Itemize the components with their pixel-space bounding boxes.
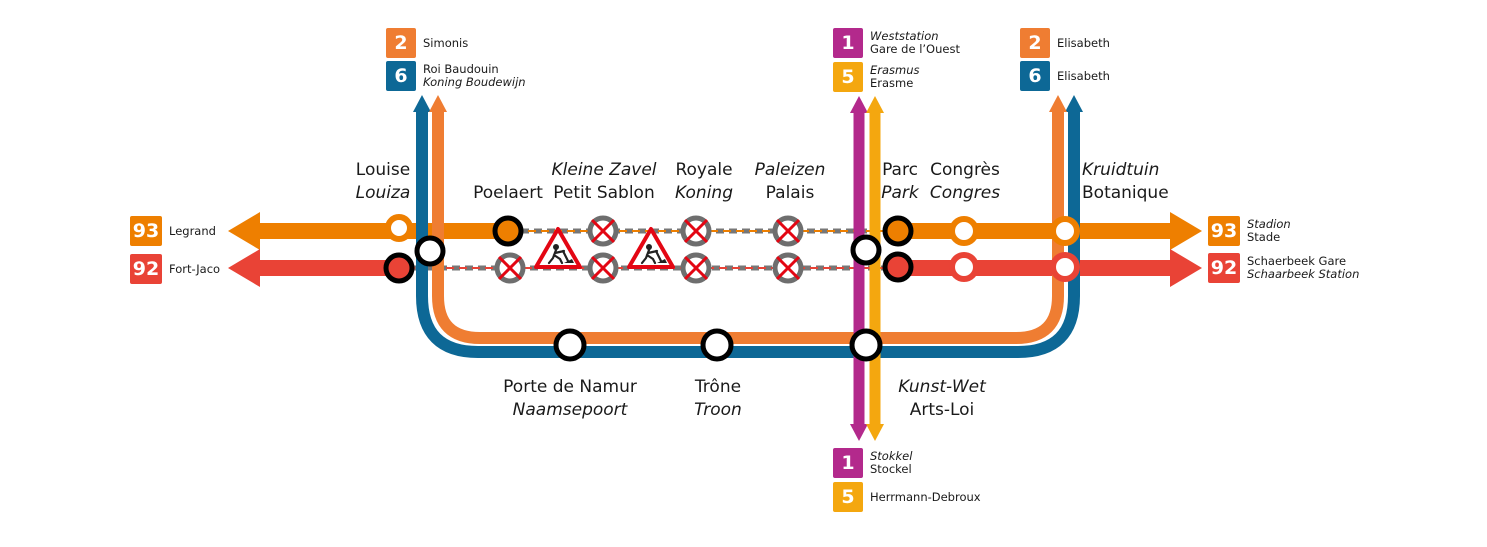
station-louise-92[interactable] [383, 252, 415, 284]
line-92-badge: 92 [130, 254, 162, 284]
red-cross-icon [683, 218, 709, 244]
line-92-badge: 92 [1208, 253, 1240, 283]
terminal-6-elisabeth: 6 Elisabeth [1020, 61, 1110, 91]
closed-station-petit-sablon-92 [587, 252, 619, 284]
terminal-2-elisabeth: 2 Elisabeth [1020, 28, 1110, 58]
closed-station-petit-sablon-93 [587, 215, 619, 247]
line-5-badge: 5 [833, 482, 863, 512]
line-2-badge: 2 [1020, 28, 1050, 58]
line-5-track [866, 96, 884, 441]
line-1-track [850, 96, 868, 441]
red-cross-icon [590, 218, 616, 244]
station-congres-92[interactable] [949, 252, 979, 282]
station-trone[interactable] [700, 328, 734, 362]
station-botanique-92[interactable] [1050, 252, 1080, 282]
red-cross-icon [683, 255, 709, 281]
station-parc-93[interactable] [882, 215, 914, 247]
closed-station-royale-93 [680, 215, 712, 247]
line-1-badge: 1 [833, 28, 863, 58]
station-botanique-93[interactable] [1050, 216, 1080, 246]
station-arts-loi[interactable] [849, 328, 883, 362]
red-cross-icon [497, 255, 523, 281]
station-parc-metro[interactable] [850, 234, 882, 266]
roadworks-warning-icon [534, 227, 582, 269]
station-parc-92[interactable] [882, 251, 914, 283]
line-6-track [413, 95, 1083, 358]
closed-station-palais-92 [772, 252, 804, 284]
terminal-5-herrmann-debroux: 5 Herrmann-Debroux [833, 482, 981, 512]
line-5-badge: 5 [833, 62, 863, 92]
line-93-badge: 93 [130, 216, 162, 246]
station-poelaert[interactable] [492, 215, 524, 247]
station-louise-93[interactable] [385, 214, 413, 242]
line-93-badge: 93 [1208, 216, 1240, 246]
terminal-92-fort-jaco: 92 Fort-Jaco [130, 254, 220, 284]
label-poelaert: Poelaert [473, 183, 543, 203]
closed-station-poelaert-92 [494, 252, 526, 284]
roadworks-warning-icon [627, 227, 675, 269]
line-6-badge: 6 [1020, 61, 1050, 91]
red-cross-icon [590, 255, 616, 281]
station-louise-metro[interactable] [414, 235, 446, 267]
terminal-93-legrand: 93 Legrand [130, 216, 216, 246]
line-2-track [429, 95, 1067, 344]
line-6-badge: 6 [386, 61, 416, 91]
closed-station-royale-92 [680, 252, 712, 284]
line-1-badge: 1 [833, 448, 863, 478]
red-cross-icon [775, 218, 801, 244]
station-porte-de-namur[interactable] [553, 328, 587, 362]
red-cross-icon [775, 255, 801, 281]
line-2-badge: 2 [386, 28, 416, 58]
station-congres-93[interactable] [949, 216, 979, 246]
terminal-2-simonis: 2 Simonis [386, 28, 468, 58]
closed-station-palais-93 [772, 215, 804, 247]
